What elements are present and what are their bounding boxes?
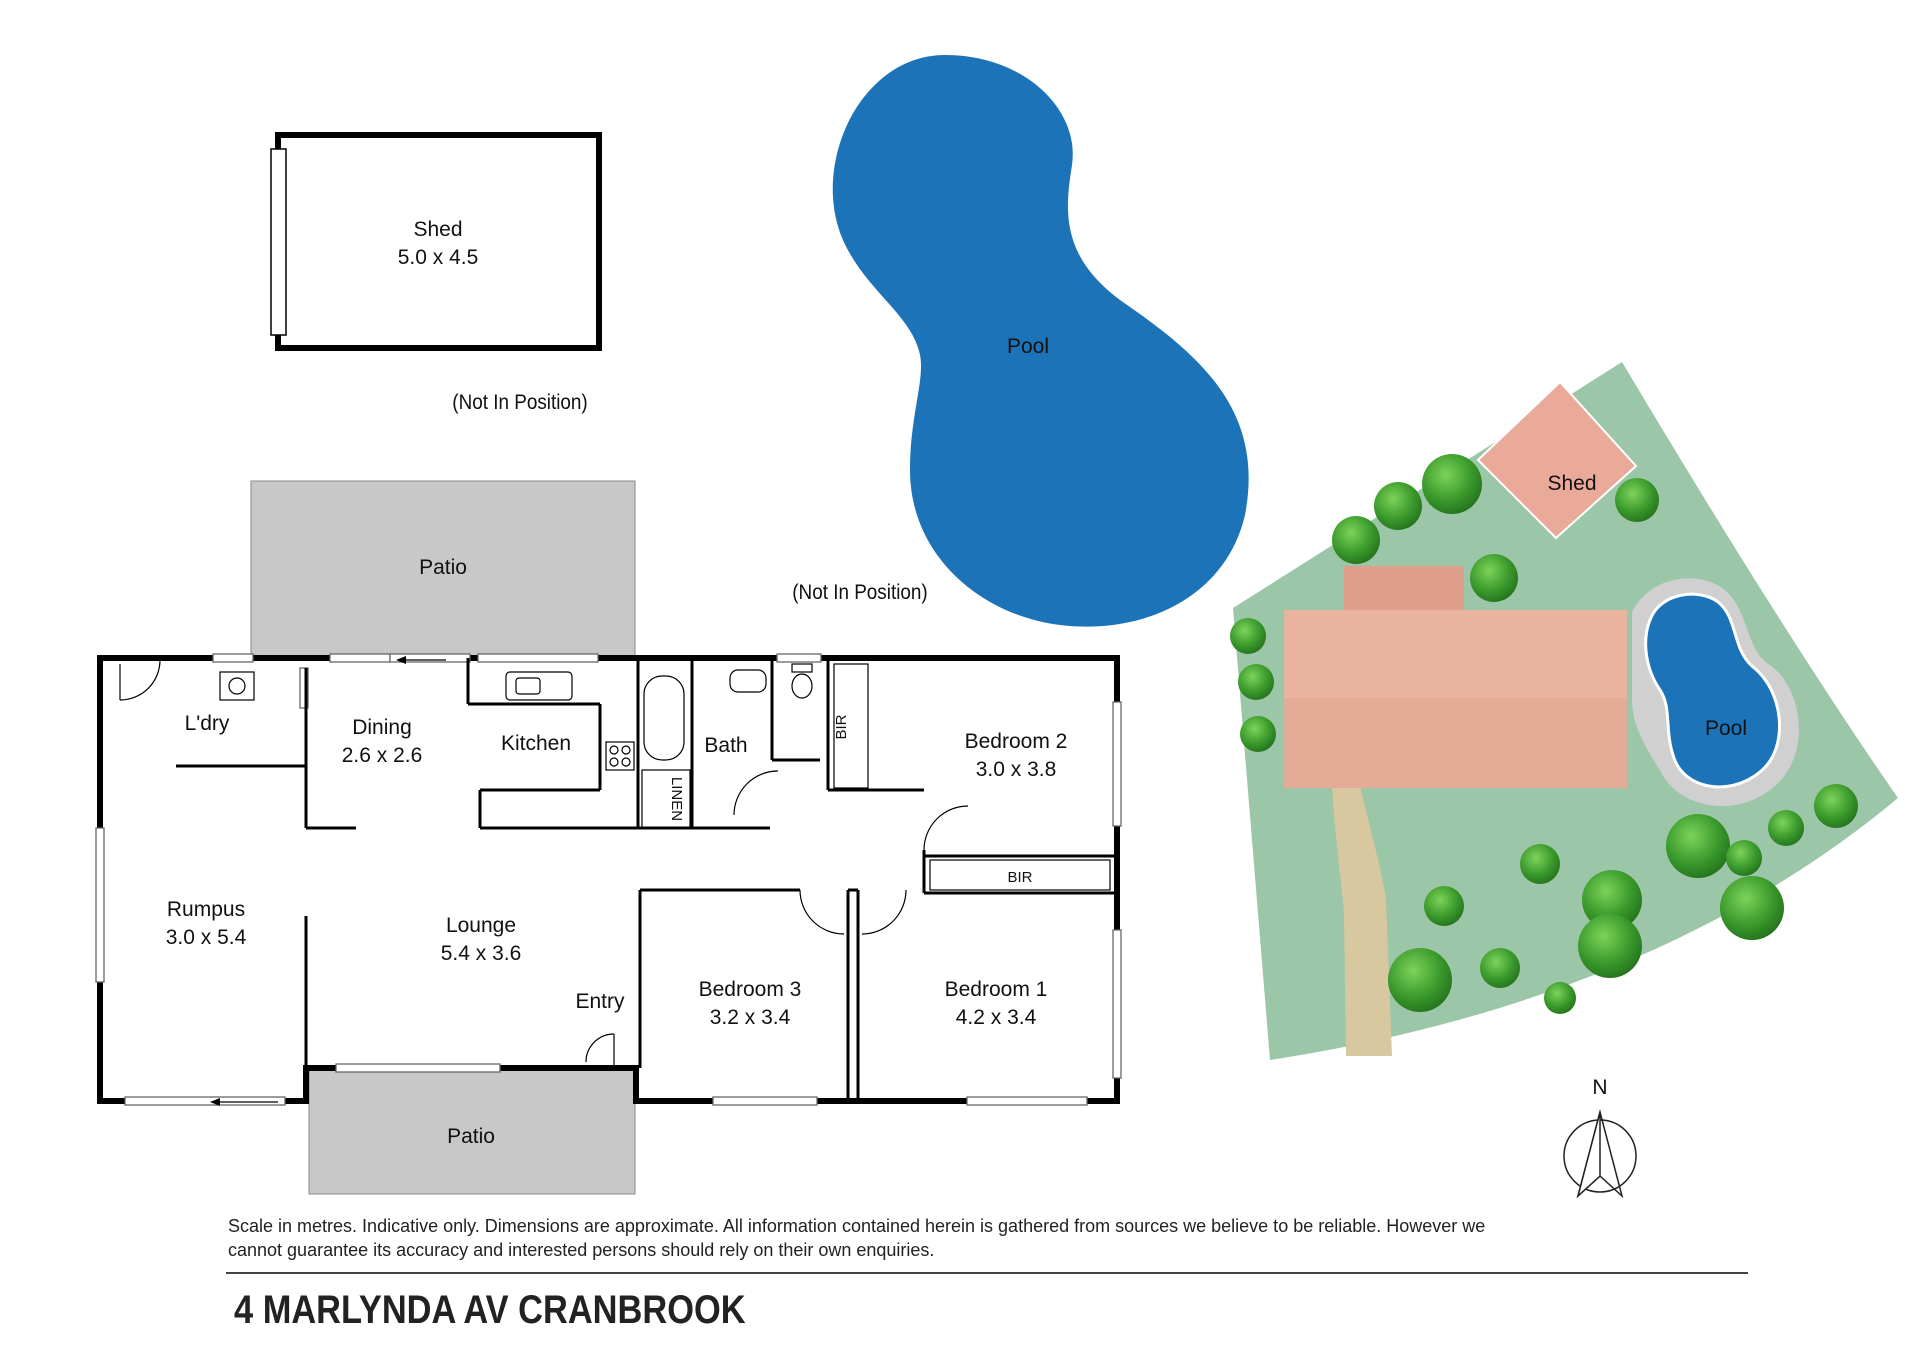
patio-top-label: Patio bbox=[419, 556, 467, 579]
patio-bottom-label: Patio bbox=[447, 1125, 495, 1148]
laundry-label: L'dry bbox=[185, 712, 230, 735]
lounge-label: Lounge bbox=[446, 914, 516, 937]
pool-not-in-position-note: (Not In Position) bbox=[792, 581, 927, 604]
rumpus-label: Rumpus bbox=[167, 898, 245, 921]
site-path bbox=[1332, 786, 1392, 1056]
pool-shape bbox=[832, 55, 1249, 627]
bedroom1-dims-label: 4.2 x 3.4 bbox=[956, 1006, 1037, 1029]
bedroom1-label: Bedroom 1 bbox=[945, 978, 1048, 1001]
dining-label: Dining bbox=[352, 716, 412, 739]
kitchen-label: Kitchen bbox=[501, 732, 571, 755]
dining-dims-label: 2.6 x 2.6 bbox=[342, 744, 423, 767]
site-pool-label: Pool bbox=[1705, 717, 1747, 740]
bedroom3-label: Bedroom 3 bbox=[699, 978, 802, 1001]
site-trees bbox=[1230, 454, 1858, 1014]
shed-not-in-position-note: (Not In Position) bbox=[452, 391, 587, 414]
site-shed-label: Shed bbox=[1547, 472, 1596, 495]
door-swings bbox=[119, 659, 969, 1066]
north-arrow: N bbox=[1563, 1076, 1637, 1199]
shed-dims-label: 5.0 x 4.5 bbox=[398, 246, 479, 269]
entry-label: Entry bbox=[575, 990, 625, 1013]
bedroom2-dims-label: 3.0 x 3.8 bbox=[976, 758, 1057, 781]
property-address: 4 MARLYNDA AV CRANBROOK bbox=[234, 1288, 746, 1332]
windows bbox=[95, 653, 1122, 1106]
north-label: N bbox=[1592, 1076, 1607, 1099]
internal-walls bbox=[176, 658, 1117, 1101]
rumpus-dims-label: 3.0 x 5.4 bbox=[166, 926, 247, 949]
site-plan: Shed Pool bbox=[1230, 362, 1898, 1060]
footer-divider bbox=[226, 1272, 1748, 1274]
patio-top: Patio bbox=[250, 480, 636, 658]
bath-label: Bath bbox=[704, 734, 747, 757]
sliding-door-arrows bbox=[210, 656, 446, 1106]
site-pool-water bbox=[1644, 592, 1781, 789]
room-labels: L'dry Dining 2.6 x 2.6 Kitchen Bath LINE… bbox=[166, 712, 1068, 1029]
site-shed-roof bbox=[1476, 380, 1638, 540]
bir-horizontal-label: BIR bbox=[1007, 869, 1032, 886]
bedroom3-dims-label: 3.2 x 3.4 bbox=[710, 1006, 791, 1029]
linen-label: LINEN bbox=[668, 777, 685, 821]
shed-name-label: Shed bbox=[413, 218, 462, 241]
patio-bottom: Patio bbox=[308, 1067, 636, 1195]
lounge-dims-label: 5.4 x 3.6 bbox=[441, 942, 522, 965]
fixtures bbox=[219, 663, 1111, 891]
bir-vertical-label: BIR bbox=[833, 714, 850, 739]
shed-outbuilding: Shed 5.0 x 4.5 bbox=[270, 132, 602, 351]
disclaimer-text: Scale in metres. Indicative only. Dimens… bbox=[228, 1216, 1486, 1260]
bedroom2-label: Bedroom 2 bbox=[965, 730, 1068, 753]
pool-name-label: Pool bbox=[1007, 335, 1049, 358]
